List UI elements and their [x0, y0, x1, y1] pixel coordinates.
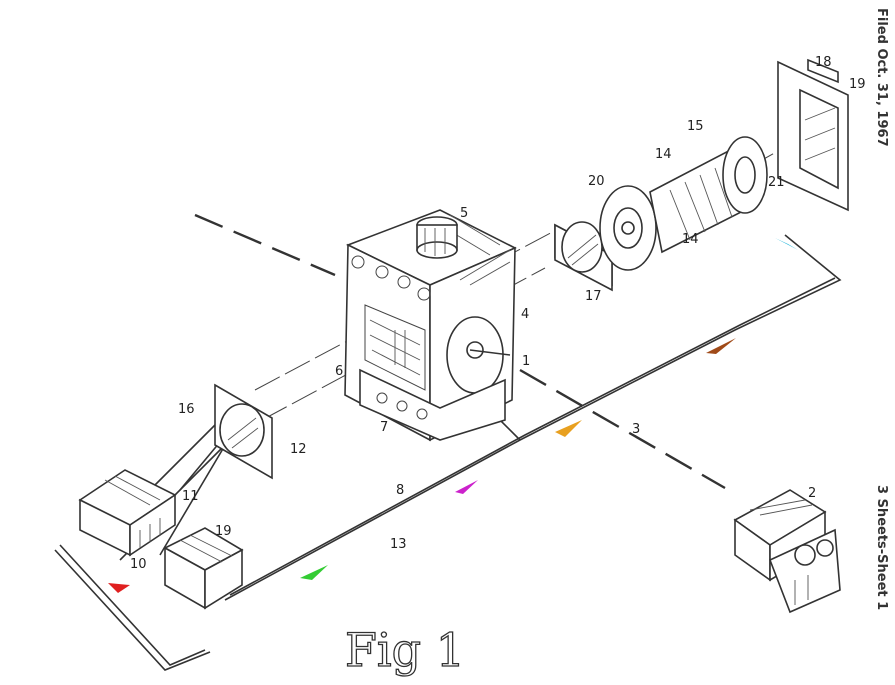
- central-block: [344, 209, 517, 442]
- ref-13: 13: [390, 537, 407, 552]
- filter-plate-16: [214, 383, 273, 480]
- ref-6: 6: [335, 364, 343, 379]
- ref-10: 10: [130, 557, 147, 572]
- ref-12: 12: [290, 442, 307, 457]
- figure-title: Fig 1: [345, 623, 465, 677]
- side-header-bottom: 3 Sheets-Sheet 1: [874, 485, 889, 610]
- ref-2: 2: [808, 486, 816, 501]
- reference-numerals: 1 2 3 4 5 6 7 8 10 11 12 13 14 14 15 16 …: [130, 55, 866, 572]
- ref-14b: 14: [682, 232, 699, 247]
- ref-17: 17: [585, 289, 602, 304]
- red-arrow: [108, 583, 130, 593]
- ref-8: 8: [396, 483, 404, 498]
- filter-plate-17: [554, 221, 613, 292]
- ref-16: 16: [178, 402, 195, 417]
- detector-box-19: [163, 527, 244, 610]
- ref-7: 7: [380, 420, 388, 435]
- ref-15: 15: [687, 119, 704, 134]
- ref-18a: 18: [815, 55, 832, 70]
- rear-detector: [777, 58, 849, 212]
- green-arrow: [300, 565, 328, 580]
- ref-19a: 19: [849, 77, 866, 92]
- magenta-arrow: [455, 480, 478, 494]
- ref-1: 1: [522, 354, 530, 369]
- ref-11: 11: [182, 489, 199, 504]
- detector-box-11: [78, 469, 177, 557]
- ref-20: 20: [588, 174, 605, 189]
- cylinder-assembly: [599, 136, 768, 271]
- brown-arrow: [706, 338, 736, 354]
- ref-14a: 14: [655, 147, 672, 162]
- ref-4: 4: [521, 307, 529, 322]
- ref-19b: 19: [215, 524, 232, 539]
- orange-arrow: [555, 420, 582, 437]
- direction-arrows: [108, 238, 798, 593]
- cyan-arrow: [775, 238, 798, 250]
- ref-21: 21: [768, 175, 785, 190]
- ref-5: 5: [460, 206, 468, 221]
- side-header-top: Filed Oct. 31, 1967: [874, 8, 889, 147]
- ref-3: 3: [632, 422, 640, 437]
- detector-box-2: [733, 489, 841, 614]
